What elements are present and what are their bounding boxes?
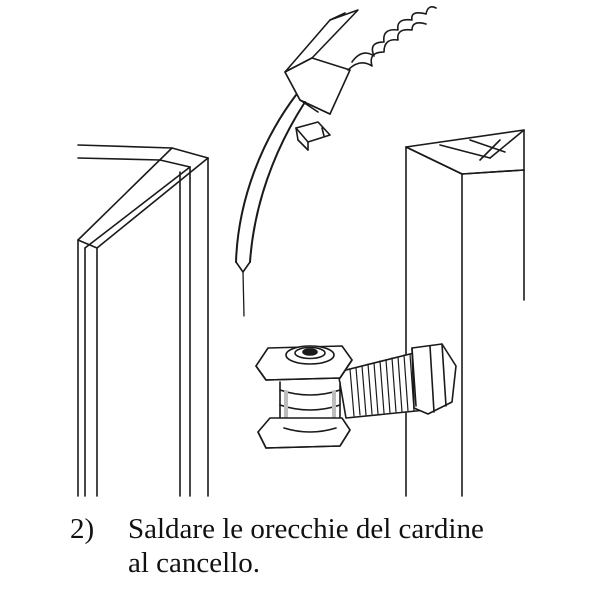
hinge-welding-illustration <box>0 0 600 510</box>
step-number: 2) <box>70 513 95 545</box>
hinge-assembly <box>256 344 456 448</box>
gate-frame <box>78 145 208 496</box>
gate-post <box>406 130 524 496</box>
instruction-line-1: Saldare le orecchie del cardine <box>128 513 484 545</box>
welding-torch <box>236 7 436 316</box>
instruction-line-2: al cancello. <box>128 547 261 579</box>
